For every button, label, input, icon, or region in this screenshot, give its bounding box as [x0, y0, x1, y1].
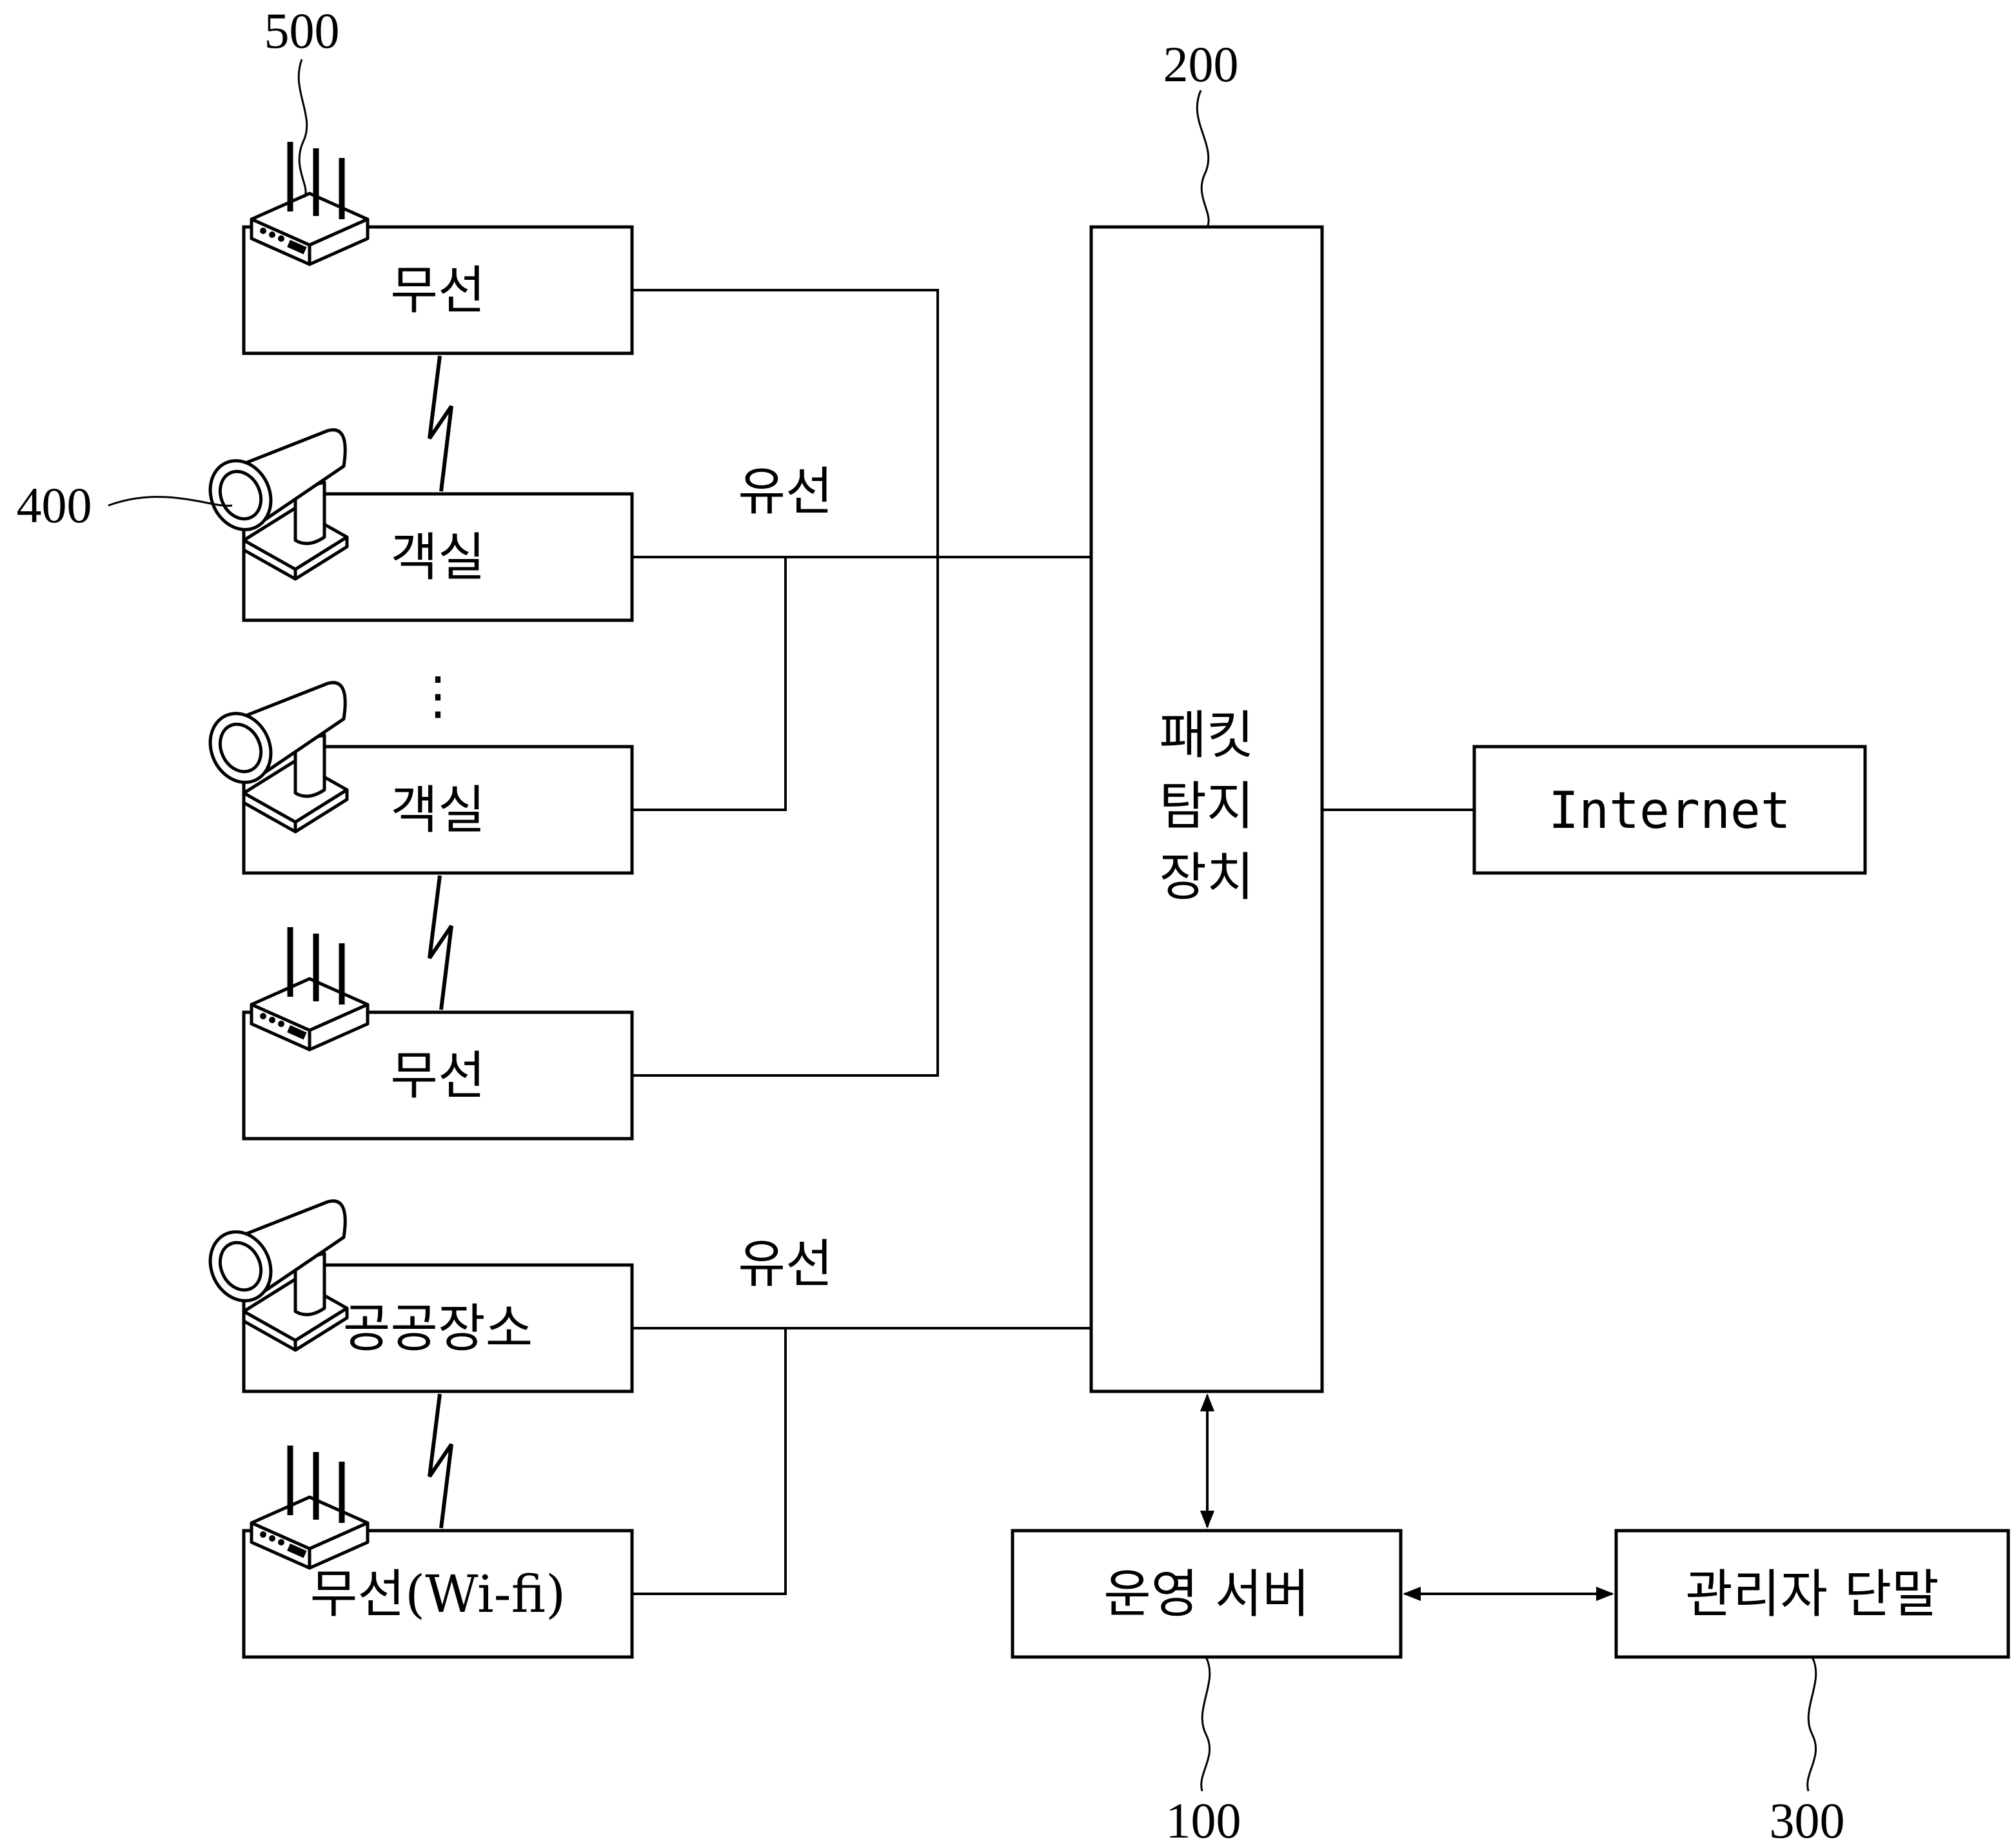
ref-number-300: 300 [1770, 1792, 1845, 1844]
packet-detector-label-line-2: 탐지 [1159, 776, 1254, 836]
ellipsis: ⋮ [412, 665, 464, 725]
wireless-wifi-label: 무선(Wi-fi) [310, 1564, 566, 1624]
ref-number-200: 200 [1163, 36, 1239, 92]
room-2-wire [632, 557, 787, 811]
wireless-bolt-icon [428, 355, 453, 492]
ref-300-leader [1806, 1656, 1817, 1792]
wireless-links-wire [632, 289, 939, 1077]
wifi-wire [632, 1328, 787, 1595]
packet-detector-label-line-1: 패킷 [1159, 705, 1254, 765]
room-2-label: 객실 [390, 780, 485, 840]
wired-label-public: 유선 [738, 1234, 833, 1294]
room-1-label: 객실 [390, 527, 485, 587]
internet-label: Internet [1548, 782, 1791, 840]
operation-server-label: 운영 서버 [1103, 1564, 1310, 1624]
router-icon [252, 927, 368, 1050]
packet-detector-box [1089, 225, 1324, 1393]
packet-detector-label-line-3: 장치 [1159, 847, 1254, 907]
wired-label-rooms: 유선 [738, 462, 833, 522]
ref-400-leader [108, 496, 233, 507]
ref-100-leader [1200, 1656, 1211, 1792]
router-icon [252, 142, 368, 264]
router-icon [252, 1446, 368, 1568]
camera-icon [199, 1201, 347, 1350]
ref-200-leader [1196, 90, 1210, 228]
camera-icon [199, 683, 347, 832]
ref-number-500: 500 [264, 3, 340, 59]
ref-500-leader [297, 59, 308, 198]
wireless-bolt-icon [428, 1393, 453, 1529]
admin-terminal-label: 관리자 단말 [1685, 1564, 1939, 1624]
admin-terminal-box [1614, 1529, 2010, 1659]
wireless-bolt-icon [428, 875, 453, 1010]
wireless-mid-label: 무선 [390, 1046, 485, 1106]
public-place-label: 공공장소 [343, 1299, 533, 1358]
wireless-top-label: 무선 [390, 260, 485, 320]
ref-number-400: 400 [17, 477, 92, 533]
ref-number-100: 100 [1166, 1792, 1241, 1844]
